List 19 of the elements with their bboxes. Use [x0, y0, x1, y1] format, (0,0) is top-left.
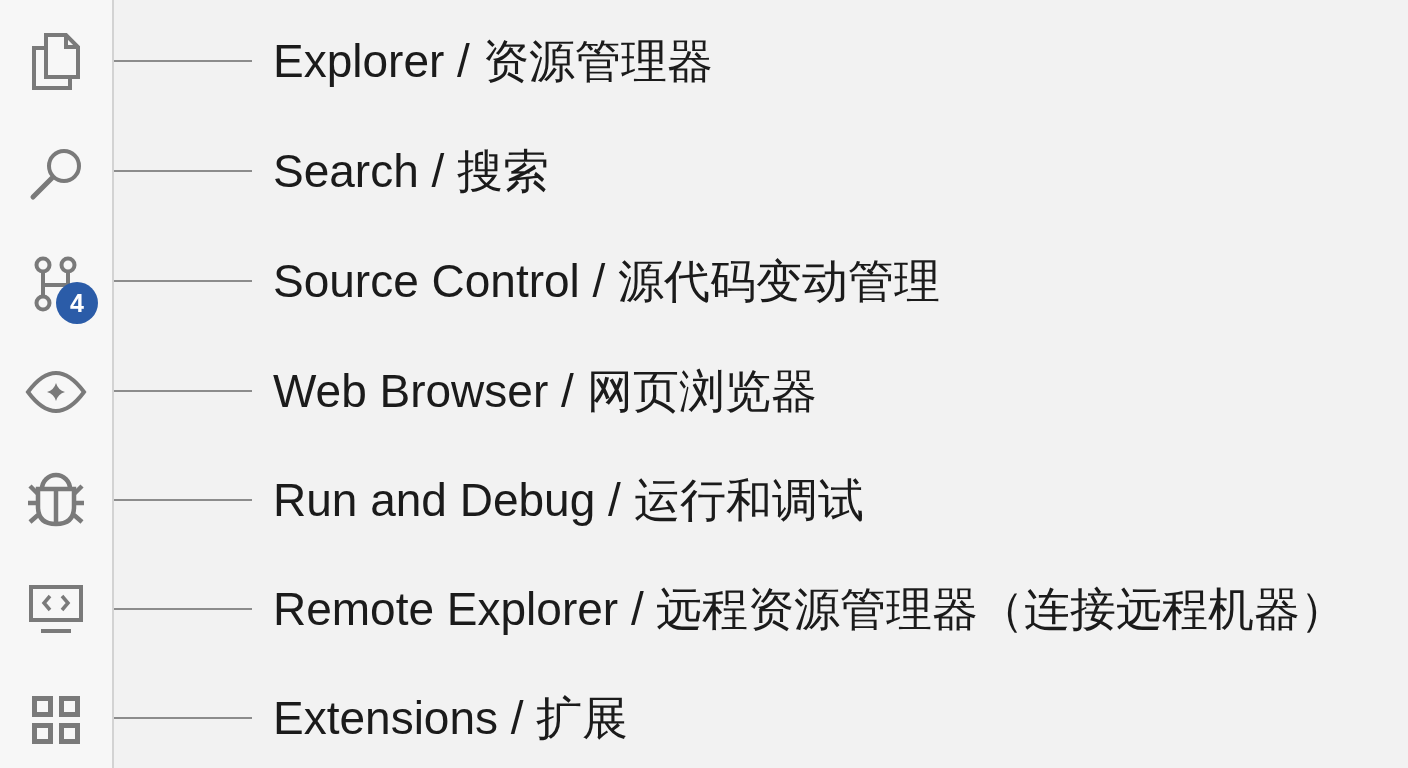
label-text: Remote Explorer / 远程资源管理器（连接远程机器） [273, 581, 1347, 637]
label-text: Explorer / 资源管理器 [273, 33, 713, 89]
leader-line [113, 170, 253, 172]
grid-icon [30, 694, 82, 746]
label-text: Source Control / 源代码变动管理 [273, 253, 941, 309]
leader-line [113, 499, 253, 501]
bug-icon [27, 471, 85, 528]
label-text: Extensions / 扩展 [273, 690, 629, 746]
label-text: Run and Debug / 运行和调试 [273, 472, 864, 528]
leader-line [113, 717, 253, 719]
label-text: Search / 搜索 [273, 143, 550, 199]
leader-line [113, 390, 253, 392]
files-icon [32, 33, 80, 90]
leader-line [113, 280, 253, 282]
label-text: Web Browser / 网页浏览器 [273, 363, 817, 419]
leader-line [113, 60, 253, 62]
leader-line [113, 608, 253, 610]
monitor-icon [27, 583, 85, 635]
eye-icon [25, 369, 87, 415]
